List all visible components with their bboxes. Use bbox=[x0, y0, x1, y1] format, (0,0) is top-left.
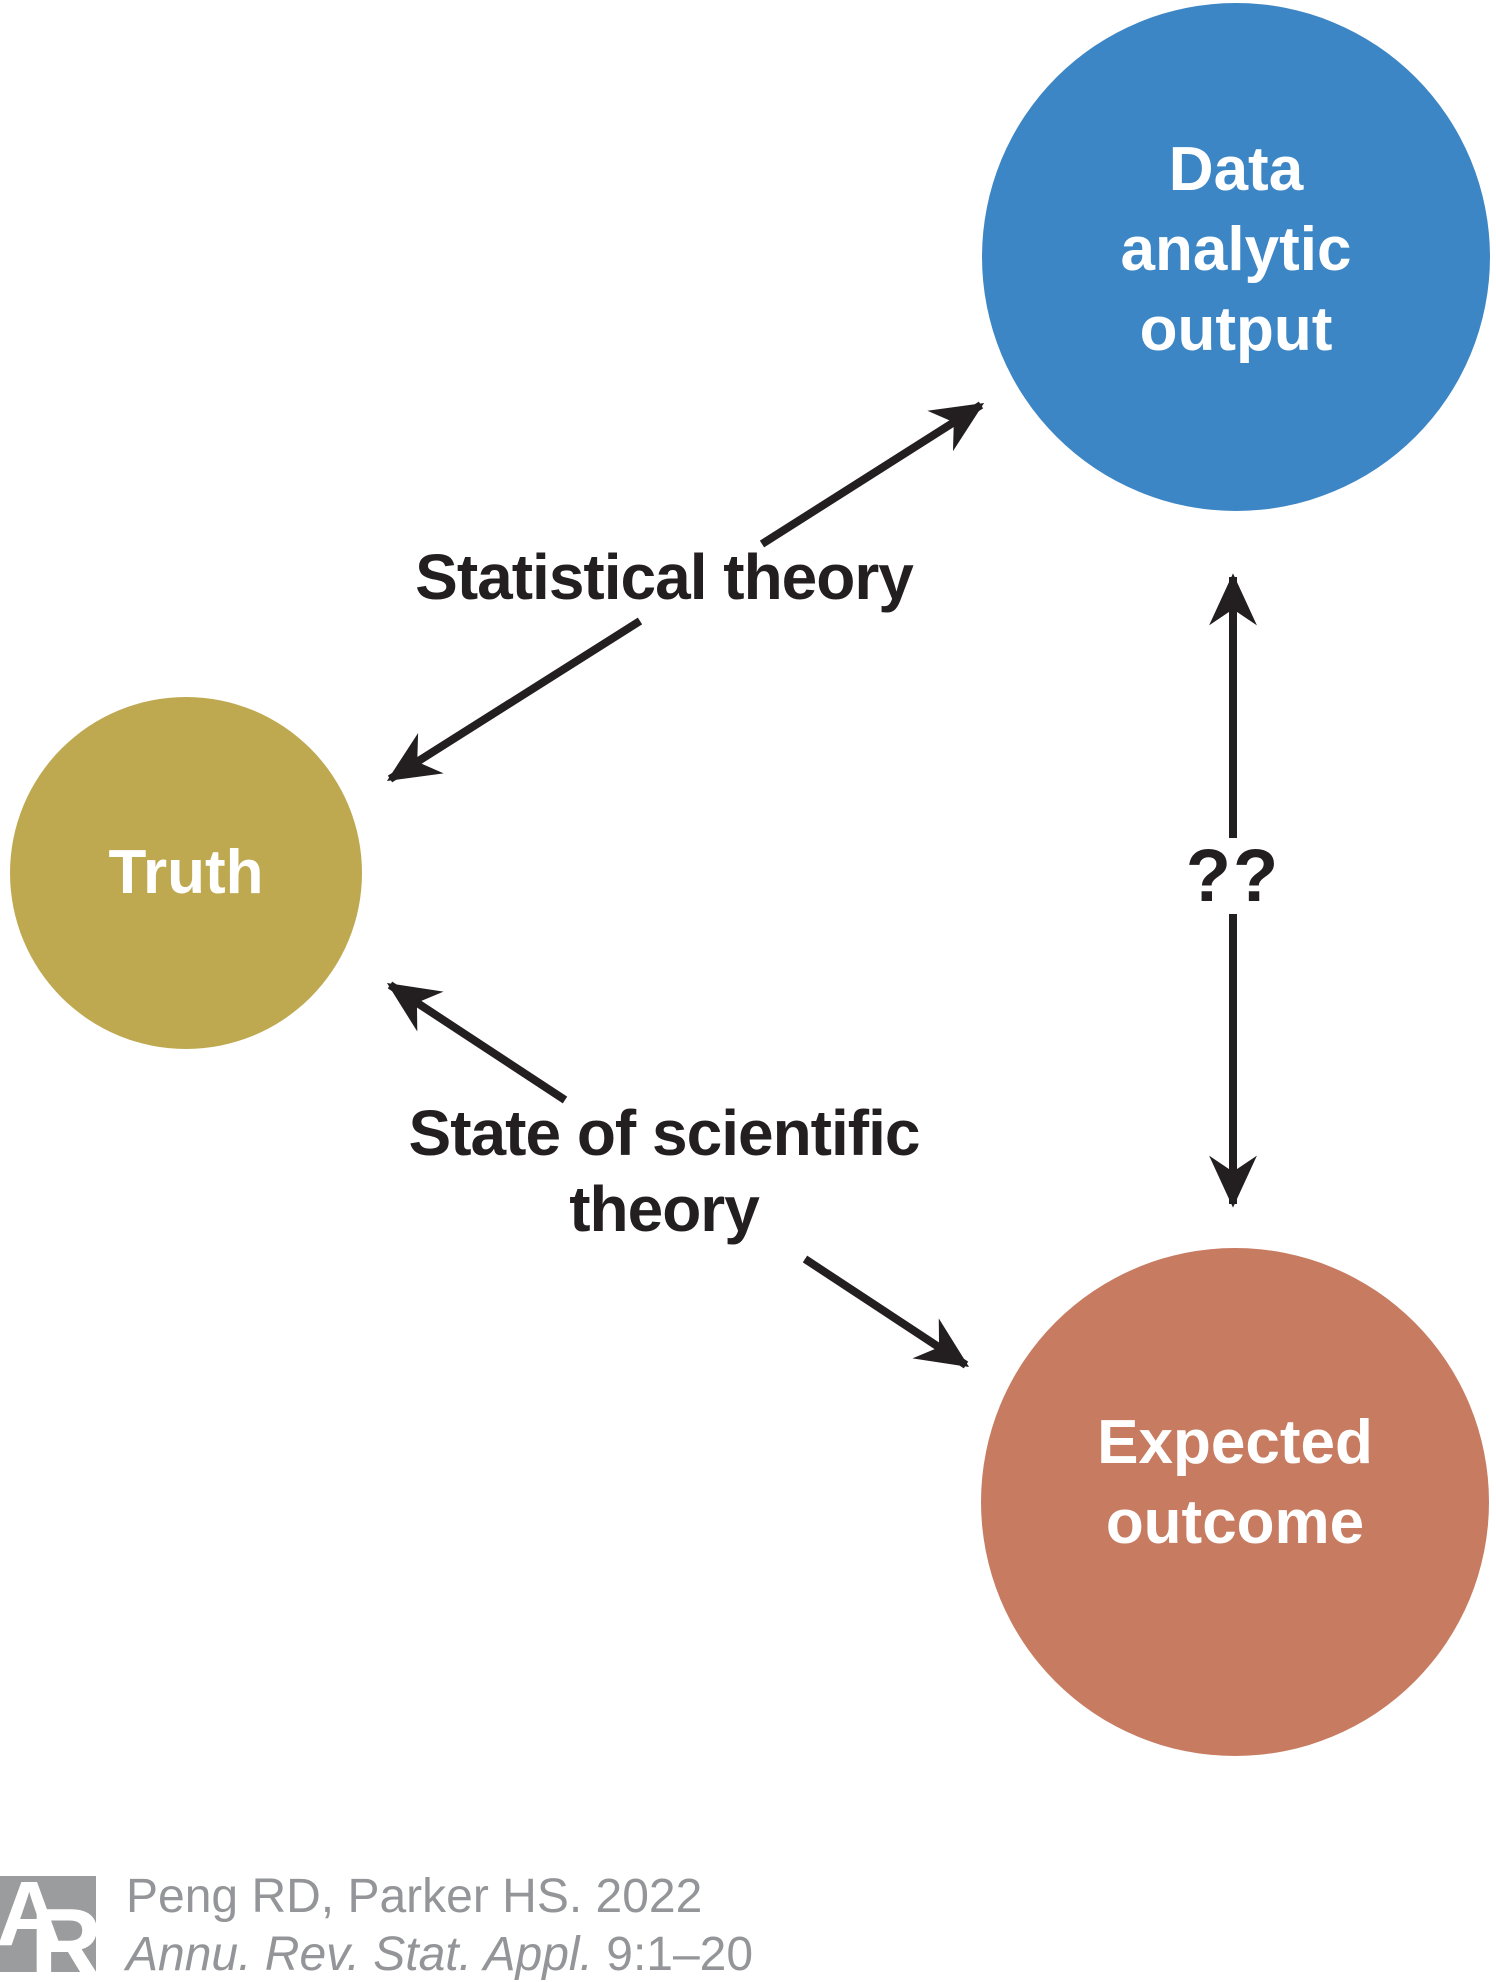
edge-label-state-of-scientific-theory: State of scientific theory bbox=[408, 1097, 921, 1245]
annual-reviews-logo-letter-r: R bbox=[30, 1888, 103, 1982]
citation-volume-pages: 9:1–20 bbox=[592, 1928, 754, 1981]
statistical-theory-arrow bbox=[386, 401, 985, 783]
edge-label-statistical-theory: Statistical theory bbox=[415, 541, 914, 613]
annual-reviews-logo-letter-a: A bbox=[0, 1863, 63, 1965]
citation-journal-title: Annu. Rev. Stat. Appl. bbox=[126, 1928, 593, 1981]
state-of-scientific-theory-arrow bbox=[386, 981, 970, 1369]
citation: Peng RD, Parker HS. 2022 Annu. Rev. Stat… bbox=[126, 1868, 753, 1982]
node-label-expected-outcome: Expected outcome bbox=[1097, 1408, 1373, 1557]
annual-reviews-logo bbox=[0, 1876, 96, 1972]
citation-authors: Peng RD, Parker HS. 2022 bbox=[126, 1870, 703, 1923]
node-truth: Truth bbox=[10, 697, 362, 1049]
edge-label-unknown-relationship: ?? bbox=[1185, 834, 1281, 917]
node-label-data-analytic-output: Data analytic output bbox=[1120, 135, 1352, 364]
node-expected-outcome: Expected outcome bbox=[981, 1248, 1489, 1756]
node-label-truth: Truth bbox=[108, 838, 264, 907]
citation-journal-line: Annu. Rev. Stat. Appl. 9:1–20 bbox=[126, 1926, 753, 1982]
node-data-analytic-output: Data analytic output bbox=[982, 3, 1490, 511]
